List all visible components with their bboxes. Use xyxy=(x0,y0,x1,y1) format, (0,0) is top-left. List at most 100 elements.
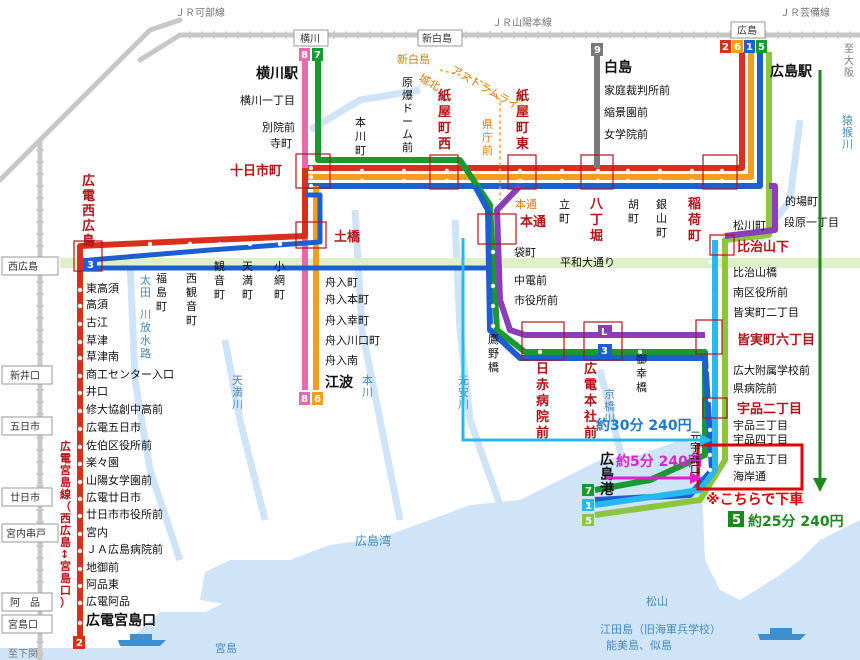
miyajima-line-char: 島 xyxy=(60,475,71,489)
route-badges: 8 7 9 2 6 1 5 3 8 6 2 7 1 5 L 3 5 xyxy=(73,40,767,649)
vertical-labels: 原爆ドーム前本川町紙屋町西紙屋町東八丁堀立町胡町銀山町稲荷町鷹野橋日赤病院前広電… xyxy=(60,76,853,609)
vlabel-areas-ota-e: 水 xyxy=(140,334,151,347)
station-dot xyxy=(77,620,83,626)
station-kusatsuminami: 草津南 xyxy=(86,350,119,363)
station-katei: 家庭裁判所前 xyxy=(604,83,670,97)
astram-shinhakushima: 新白島 xyxy=(397,52,430,66)
station-dot xyxy=(657,178,663,184)
station-ujina5: 宇品五丁目 xyxy=(733,453,788,466)
vlabel-stations-tenma-c: 町 xyxy=(242,288,253,301)
astram-line xyxy=(439,69,501,200)
vlabel-areas-enko-b: 猴 xyxy=(842,125,853,139)
badge-hiroshima-1: 1 xyxy=(746,42,753,53)
badge-hakushima-9: 9 xyxy=(594,45,601,56)
vlabel-stations-honsha-e: 前 xyxy=(584,425,597,441)
vlabel-stations-ebisu-a: 胡 xyxy=(628,197,639,211)
vlabel-stations-kamiyanishi-d: 西 xyxy=(438,137,451,152)
station-dot xyxy=(77,513,83,519)
vlabel-areas-enko-a: 猿 xyxy=(842,113,853,127)
station-jogakuin: 女学院前 xyxy=(604,127,648,141)
vlabel-areas-honkawa-b: 川 xyxy=(362,386,373,399)
station-dot xyxy=(77,373,83,379)
station-dot xyxy=(308,362,314,368)
vlabel-stations-nishikan-a: 西 xyxy=(186,272,197,285)
station-shudo: 修大協創中高前 xyxy=(86,402,163,416)
area-hiroshimawan: 広島湾 xyxy=(355,533,391,548)
jr-box-yokogawa: 横川 xyxy=(300,32,320,45)
station-funairikawaguchi: 舟入川口町 xyxy=(325,333,380,347)
vlabel-stations-kannon-c: 町 xyxy=(214,288,225,301)
station-funairihon: 舟入本町 xyxy=(325,292,369,306)
vlabel-stations-inari-c: 町 xyxy=(688,229,701,244)
vlabel-stations-hatchobori-c: 堀 xyxy=(590,229,603,244)
to-osaka-b: 大 xyxy=(844,54,854,67)
station-dot xyxy=(308,322,314,328)
station-ja: ＪＡ広島病院前 xyxy=(86,542,163,556)
arrow-5min-head xyxy=(690,472,702,484)
callout-getoff: ※こちらで下車 xyxy=(706,491,803,508)
badge-hiroshima-6: 6 xyxy=(734,42,741,53)
station-kusatsu: 草津 xyxy=(86,334,108,347)
station-dot xyxy=(308,342,314,348)
badge-honsha-L: L xyxy=(601,327,608,338)
station-fukuromachi: 袋町 xyxy=(514,245,536,259)
station-dot xyxy=(247,241,253,247)
station-dot xyxy=(308,183,314,189)
station-dot xyxy=(77,461,83,467)
jr-station-boxes: 横川 新白島 広島 西広島 新井口 五日市 廿日市 宮内串戸 阿 品 宮島口 xyxy=(1,21,766,634)
station-tokaichi: 十日市町 xyxy=(230,163,282,179)
station-dot xyxy=(77,303,83,309)
station-dot xyxy=(517,168,523,174)
vlabel-stations-motoujina-b: 宇 xyxy=(690,441,701,454)
station-dot xyxy=(707,452,713,458)
line-cyan-path xyxy=(594,240,718,508)
station-dot xyxy=(689,178,695,184)
vlabel-stations-tenma-a: 天 xyxy=(242,260,253,273)
station-yokogawa-eki: 横川駅 xyxy=(256,65,299,82)
station-ujina3: 宇品三丁目 xyxy=(733,419,788,432)
vlabel-stations-fukushima-a: 福 xyxy=(156,271,167,285)
station-dot xyxy=(444,168,450,174)
vlabel-stations-port-a: 広 xyxy=(600,451,614,468)
jr-box-miyajimaguchi: 宮島口 xyxy=(8,618,38,631)
vlabel-areas-honkawa-a: 本 xyxy=(362,373,373,387)
vlabel-stations-kamiyanishi-a: 紙 xyxy=(438,88,451,104)
vlabel-stations-kamiyanishi-b: 屋 xyxy=(438,105,451,120)
station-matoba: 的場町 xyxy=(785,194,818,208)
vlabel-stations-kamiyahigashi-d: 東 xyxy=(516,136,529,152)
station-dot xyxy=(187,241,193,247)
badge-port-5: 5 xyxy=(585,516,592,527)
station-minamimachi6: 皆実町六丁目 xyxy=(737,332,815,348)
station-funairisaiwai: 舟入幸町 xyxy=(325,313,369,327)
miyajima-line-char: 電 xyxy=(60,452,71,465)
station-dot xyxy=(707,315,713,321)
station-saeki: 佐伯区役所前 xyxy=(86,438,152,452)
vlabel-stations-nh-e: 島 xyxy=(82,233,95,249)
station-den20: 広電廿日市 xyxy=(86,490,141,504)
vlabel-stations-tatemachi-b: 町 xyxy=(559,212,570,225)
arrow-30min xyxy=(461,238,700,442)
vlabel-areas-tenma-c: 川 xyxy=(232,398,243,411)
station-dot xyxy=(77,496,83,502)
station-dot xyxy=(444,178,450,184)
vlabel-stations-hatchobori-a: 八 xyxy=(589,197,604,212)
miyajima-line-char: 宮 xyxy=(60,463,71,477)
vlabel-stations-takanobashi-a: 鷹 xyxy=(488,332,499,346)
station-jigozen: 地御前 xyxy=(86,560,119,574)
vlabel-areas-tenma-b: 満 xyxy=(232,386,243,399)
station-rakurakuen: 楽々園 xyxy=(86,456,119,469)
station-dot xyxy=(490,283,496,289)
vlabel-stations-ginzan-b: 山 xyxy=(656,212,667,225)
vlabel-stations-inari-a: 稲 xyxy=(688,196,701,212)
station-dot xyxy=(77,355,83,361)
vlabel-stations-nh-a: 広 xyxy=(82,173,95,189)
station-dot xyxy=(77,600,83,606)
station-hondori: 本通 xyxy=(520,214,546,230)
vlabel-stations-hondori-a: 本 xyxy=(355,115,366,129)
station-dot xyxy=(308,144,314,150)
jr-box-ajina: 阿 品 xyxy=(10,597,40,609)
vlabel-stations-inari-b: 荷 xyxy=(687,212,701,228)
station-dot xyxy=(559,168,565,174)
heiwa-boulevard xyxy=(60,258,860,268)
